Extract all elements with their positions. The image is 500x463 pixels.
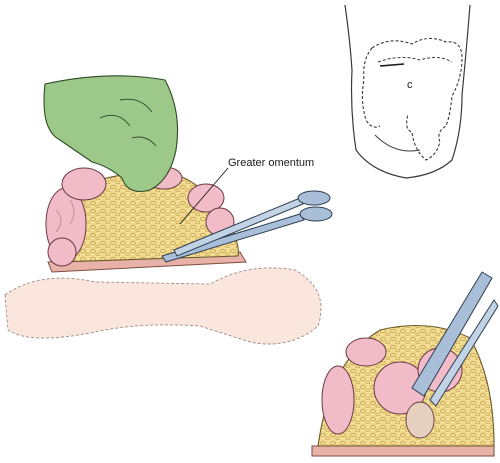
torso-outline [344,4,471,179]
scissors [161,190,333,263]
detail-rim [311,445,495,457]
transverse-colon-inset [377,56,453,63]
inset-marker: c [407,79,413,91]
main-panel: Greater omentum [4,75,333,345]
retractor-1 [411,271,493,397]
callout-label: Greater omentum [228,157,314,169]
ascending-colon-inset [361,47,381,128]
gloved-hand [43,75,179,193]
retractor-2 [429,299,499,407]
bowel-left [45,167,107,267]
abdomen-inset: c [344,4,471,179]
glove-finger-lines [99,98,157,147]
skin-drape [4,267,322,345]
pubic-arch [374,134,421,152]
detail-panel [311,271,499,457]
colon-outline-inset [371,37,463,161]
callout-leader [179,167,229,225]
incision-mark [379,63,405,67]
